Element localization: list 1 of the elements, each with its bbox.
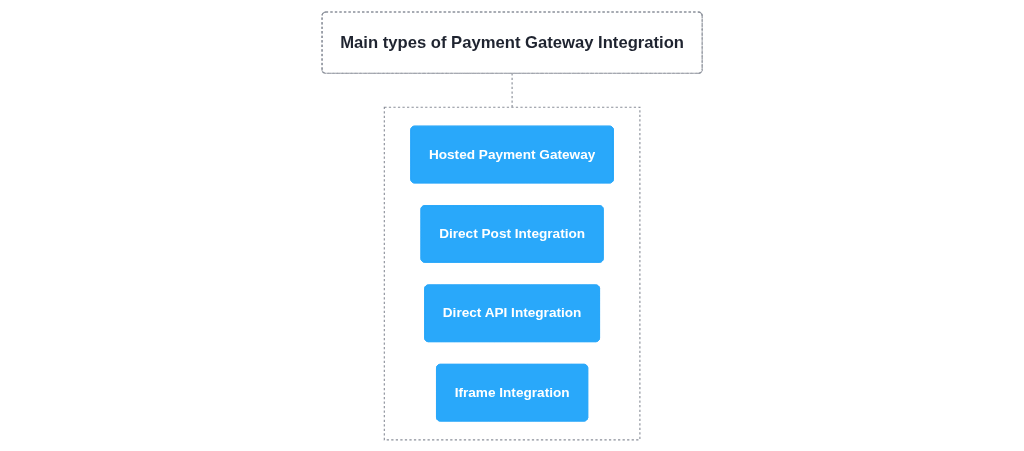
cluster	[383, 106, 641, 440]
